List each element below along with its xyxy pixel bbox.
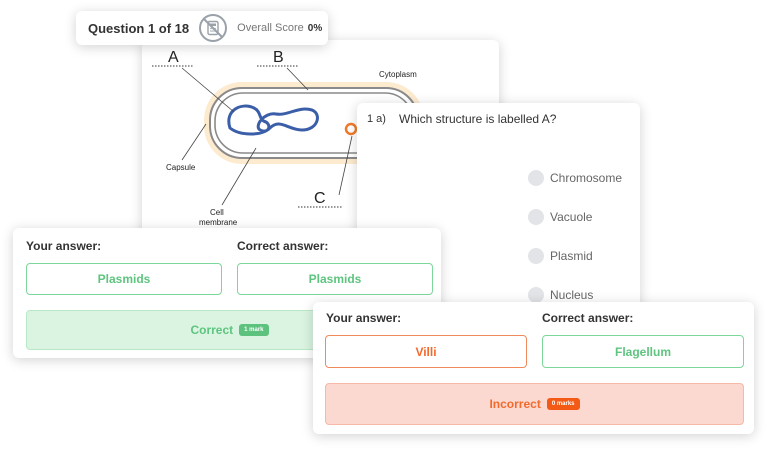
option-label: Plasmid [550, 249, 593, 263]
label-cell-membrane-2: membrane [199, 218, 238, 227]
option-chromosome[interactable]: Chromosome [528, 170, 622, 186]
your-answer-label: Your answer: [326, 311, 402, 325]
question-header: Question 1 of 18 Overall Score 0% [76, 11, 328, 45]
answer-card-correct: Your answer: Correct answer: Plasmids Pl… [13, 228, 441, 358]
result-text: Incorrect [489, 397, 541, 411]
your-answer-box: Plasmids [26, 263, 222, 295]
question-number: 1 a) [367, 113, 386, 125]
your-answer-box: Villi [325, 335, 527, 368]
label-b: B [273, 49, 284, 66]
overall-score-value: 0% [307, 22, 323, 34]
diagram-card: A B Cytoplasm Capsule Cell membrane C [142, 40, 499, 250]
chromosome-shape [227, 104, 319, 136]
your-answer-label: Your answer: [26, 239, 102, 253]
result-banner: Incorrect 0 marks [325, 383, 744, 425]
marks-badge: 1 mark [239, 324, 269, 336]
label-capsule: Capsule [166, 163, 196, 172]
correct-answer-label: Correct answer: [542, 311, 634, 325]
radio-button[interactable] [528, 170, 544, 186]
plasmid-shape [344, 122, 358, 136]
marks-badge: 0 marks [546, 398, 580, 410]
option-label: Vacuole [550, 210, 593, 224]
option-label: Chromosome [550, 171, 623, 185]
correct-answer-box: Plasmids [237, 263, 433, 295]
radio-button[interactable] [528, 209, 544, 225]
no-calculator-icon [199, 14, 228, 42]
label-cytoplasm: Cytoplasm [379, 70, 417, 79]
option-nucleus[interactable]: Nucleus [528, 287, 593, 303]
label-c: C [314, 190, 326, 207]
overall-score-label: Overall Score [237, 22, 304, 34]
result-text: Correct [190, 323, 234, 337]
radio-button[interactable] [528, 287, 544, 303]
option-plasmid[interactable]: Plasmid [528, 248, 593, 264]
label-a: A [168, 49, 179, 66]
correct-answer-label: Correct answer: [237, 239, 329, 253]
answer-card-incorrect: Your answer: Correct answer: Villi Flage… [313, 302, 754, 434]
question-prompt: Which structure is labelled A? [399, 112, 557, 126]
option-vacuole[interactable]: Vacuole [528, 209, 592, 225]
question-progress: Question 1 of 18 [88, 20, 190, 36]
correct-answer-box: Flagellum [542, 335, 744, 368]
radio-button[interactable] [528, 248, 544, 264]
option-label: Nucleus [550, 288, 594, 302]
label-cell-membrane-1: Cell [210, 208, 224, 217]
